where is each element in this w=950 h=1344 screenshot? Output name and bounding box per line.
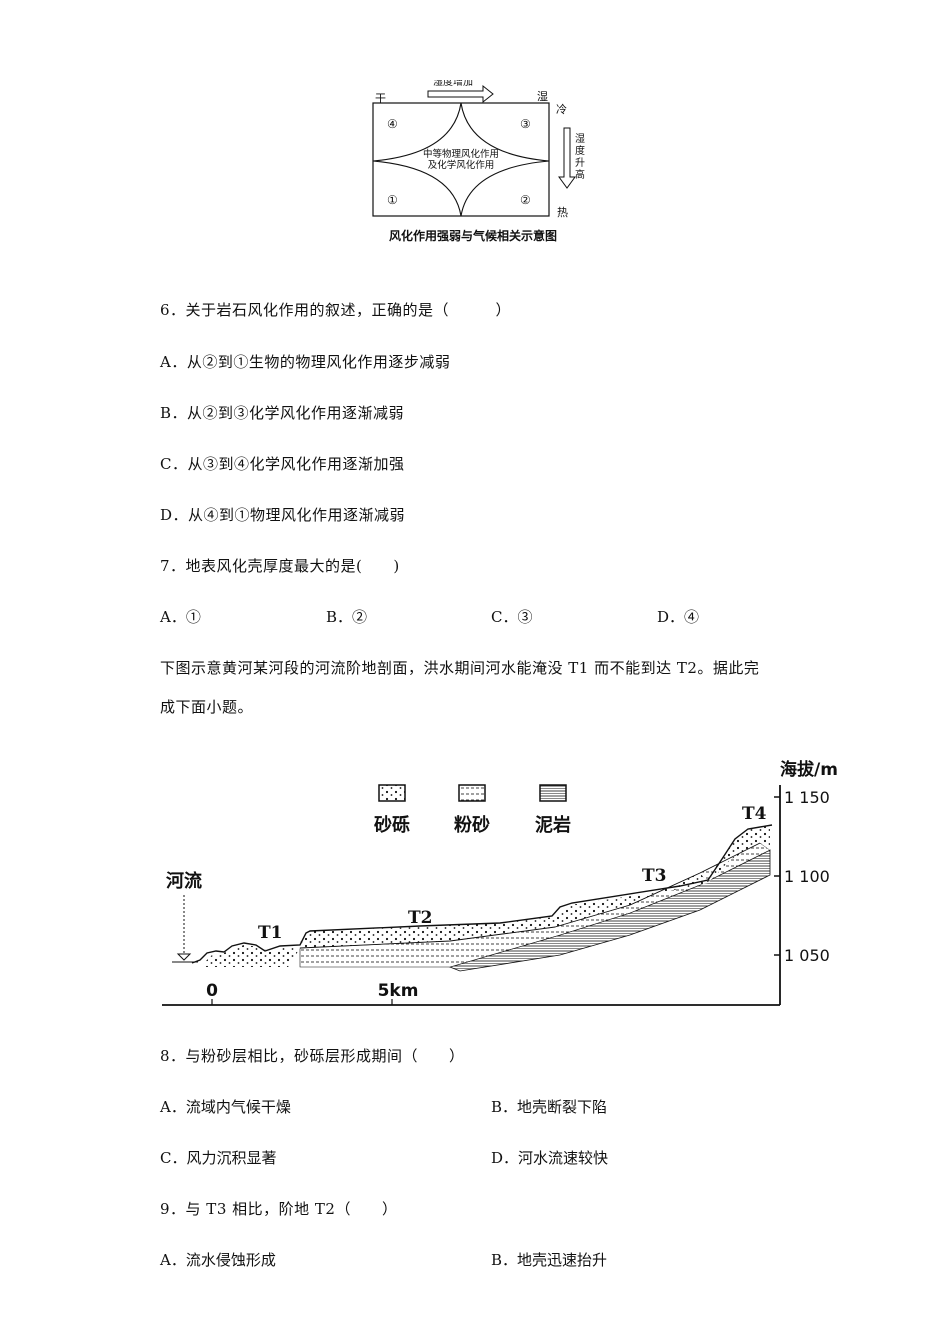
terrace-t1-label: T1 bbox=[258, 923, 282, 943]
temperature-arrow-char-3: 升 bbox=[575, 157, 585, 169]
temperature-arrow-icon bbox=[558, 127, 576, 189]
t3-gravel-layer bbox=[555, 873, 708, 927]
region-4-label: ④ bbox=[387, 117, 398, 131]
corner-hot-label: 热 bbox=[557, 206, 568, 219]
intro-line-2: 成下面小题。 bbox=[160, 698, 254, 716]
center-label-line1: 中等物理风化作用 bbox=[423, 148, 499, 160]
q9-option-a[interactable]: A．流水侵蚀形成 bbox=[160, 1251, 276, 1269]
y-tick-label-1150: 1 150 bbox=[784, 788, 830, 807]
temperature-arrow-char-2: 度 bbox=[575, 144, 585, 157]
q6-option-c[interactable]: C．从③到④化学风化作用逐渐加强 bbox=[160, 455, 405, 473]
q8-option-d[interactable]: D．河水流速较快 bbox=[491, 1149, 609, 1167]
center-label-line2: 及化学风化作用 bbox=[428, 159, 495, 171]
terrace-t2-label: T2 bbox=[408, 908, 432, 928]
humidity-arrow-label: 湿度增加 bbox=[433, 80, 473, 88]
river-label: 河流 bbox=[166, 870, 202, 892]
legend-gravel-swatch bbox=[378, 784, 406, 802]
x-tick-label-0: 0 bbox=[206, 981, 218, 1001]
water-level-icon bbox=[176, 953, 192, 961]
q6-option-b[interactable]: B．从②到③化学风化作用逐渐减弱 bbox=[160, 404, 405, 422]
temperature-arrow-char-1: 湿 bbox=[575, 133, 585, 145]
intro-line-1: 下图示意黄河某河段的河流阶地剖面，洪水期间河水能淹没 T1 而不能到达 T2。据… bbox=[160, 659, 760, 677]
q8-option-b[interactable]: B．地壳断裂下陷 bbox=[491, 1098, 608, 1116]
q6-option-a[interactable]: A．从②到①生物的物理风化作用逐步减弱 bbox=[160, 353, 451, 371]
t1-gravel-layer bbox=[200, 945, 300, 967]
corner-cold-label: 冷 bbox=[556, 103, 567, 116]
terrace-t3-label: T3 bbox=[642, 866, 666, 886]
q8-option-c[interactable]: C．风力沉积显著 bbox=[160, 1149, 277, 1167]
legend-gravel-label: 砂砾 bbox=[374, 814, 410, 836]
figure1-caption: 风化作用强弱与气候相关示意图 bbox=[389, 228, 557, 243]
x-tick-label-5km: 5km bbox=[378, 981, 419, 1001]
terrace-t4-label: T4 bbox=[742, 804, 767, 824]
humidity-arrow-icon bbox=[427, 84, 494, 104]
legend-mudstone-swatch bbox=[539, 784, 567, 802]
q7-option-b[interactable]: B．② bbox=[326, 608, 368, 626]
t3-base-line bbox=[554, 872, 701, 928]
y-tick-label-1050: 1 050 bbox=[784, 946, 830, 965]
ground-surface bbox=[191, 824, 773, 964]
legend-silt-label: 粉砂 bbox=[454, 814, 490, 836]
corner-dry-label: 干 bbox=[375, 92, 386, 105]
q8-stem: 8．与粉砂层相比，砂砾层形成期间（ ） bbox=[160, 1047, 465, 1065]
elevation-axis-title: 海拔/m bbox=[780, 759, 838, 780]
t2-gravel-layer bbox=[300, 905, 580, 948]
t2-base-line bbox=[299, 926, 556, 949]
legend-mudstone-label: 泥岩 bbox=[535, 814, 571, 836]
q6-stem: 6．关于岩石风化作用的叙述，正确的是（ ） bbox=[160, 301, 512, 319]
t4-base-line bbox=[699, 842, 761, 874]
q6-option-d[interactable]: D．从④到①物理风化作用逐渐减弱 bbox=[160, 506, 406, 524]
q7-option-d[interactable]: D．④ bbox=[657, 608, 700, 626]
temperature-arrow-char-4: 高 bbox=[575, 168, 585, 181]
q7-option-c[interactable]: C．③ bbox=[491, 608, 533, 626]
q7-option-a[interactable]: A．① bbox=[160, 608, 201, 626]
region-2-label: ② bbox=[520, 193, 531, 207]
center-region-outline bbox=[372, 102, 550, 217]
corner-wet-label: 湿 bbox=[537, 90, 548, 103]
region-3-label: ③ bbox=[520, 117, 531, 131]
region-1-label: ① bbox=[387, 193, 398, 207]
river-terrace-profile: 砂砾 粉砂 泥岩 海拔/m 1 150 1 100 1 050 0 5km bbox=[160, 755, 840, 1020]
legend-silt-swatch bbox=[458, 784, 486, 802]
weathering-climate-diagram: 湿度增加 干 湿 冷 热 ④ ③ ① ② 中等物理风化作用 及化学风化作用 湿 … bbox=[365, 80, 595, 250]
q9-option-b[interactable]: B．地壳迅速抬升 bbox=[491, 1251, 608, 1269]
y-tick-label-1100: 1 100 bbox=[784, 867, 830, 886]
q8-option-a[interactable]: A．流域内气候干燥 bbox=[160, 1098, 291, 1116]
q9-stem: 9．与 T3 相比，阶地 T2（ ） bbox=[160, 1200, 398, 1218]
q7-stem: 7．地表风化壳厚度最大的是( ) bbox=[160, 557, 400, 575]
